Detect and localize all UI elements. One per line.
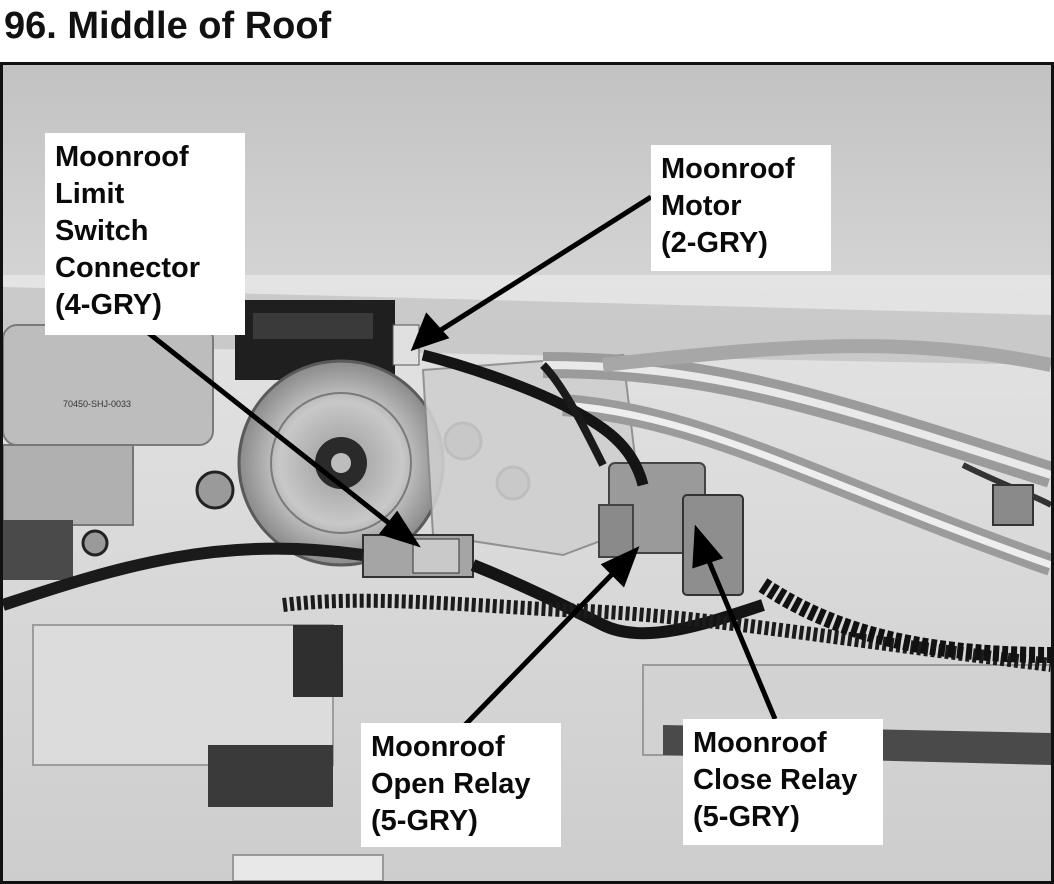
callout-line: Limit — [55, 178, 125, 210]
callout-line: (4-GRY) — [55, 289, 162, 321]
callout-limit-switch-connector: Moonroof Limit Switch Connector (4-GRY) — [45, 133, 245, 335]
callout-line: (5-GRY) — [693, 801, 800, 833]
page-title: 96. Middle of Roof — [4, 5, 332, 47]
motor-housing — [3, 324, 214, 446]
callout-moonroof-close-relay: Moonroof Close Relay (5-GRY) — [683, 719, 883, 845]
leader-arrows — [111, 194, 778, 727]
callout-line: Connector — [55, 252, 200, 284]
callout-line: Moonroof — [661, 153, 795, 185]
callout-line: Close Relay — [693, 764, 858, 796]
callout-line: (2-GRY) — [661, 227, 768, 259]
callout-line: Moonroof — [55, 141, 189, 173]
callout-moonroof-open-relay: Moonroof Open Relay (5-GRY) — [361, 723, 561, 847]
callout-line: Moonroof — [371, 731, 505, 763]
callout-line: (5-GRY) — [371, 805, 478, 837]
roof-photo-illustration: 70450-SHJ-0033 — [3, 65, 1051, 881]
motor-part-number: 70450-SHJ-0033 — [63, 399, 131, 409]
roof-photo: 70450-SHJ-0033 — [0, 62, 1054, 884]
callout-line: Motor — [661, 190, 742, 222]
callout-line: Open Relay — [371, 768, 531, 800]
callout-moonroof-motor: Moonroof Motor (2-GRY) — [651, 145, 831, 271]
callout-line: Moonroof — [693, 727, 827, 759]
callout-line: Switch — [55, 215, 149, 247]
close-relay-shape — [682, 494, 744, 596]
